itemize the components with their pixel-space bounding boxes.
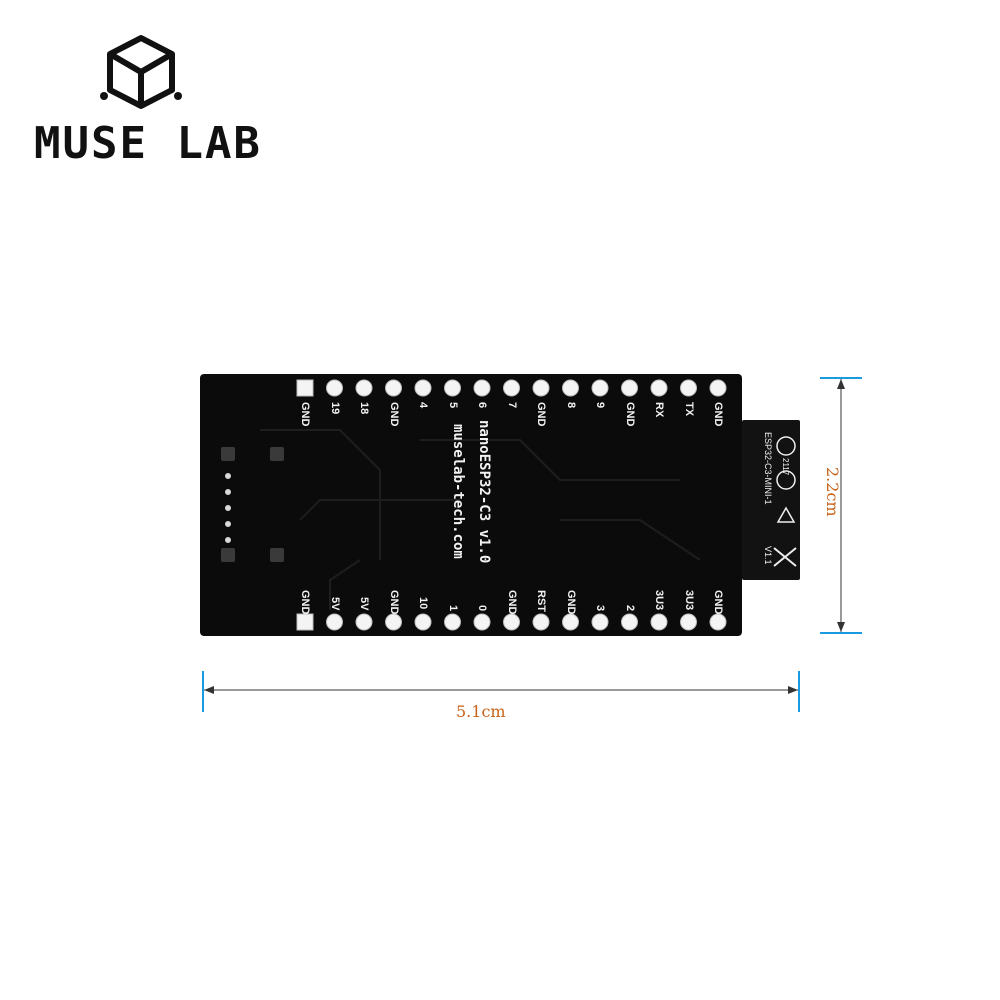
bottom-pin-label: 5V: [328, 597, 341, 611]
bottom-pin-label: 2: [623, 604, 636, 611]
bottom-pin-hole: [680, 613, 697, 631]
top-pin-label: RX: [653, 402, 665, 418]
top-pin-hole: [591, 379, 609, 397]
bottom-pin-label: 1: [446, 604, 459, 611]
top-pin-label: 8: [564, 402, 577, 409]
top-pin-hole: [385, 379, 402, 397]
bottom-pin-hole: [503, 613, 520, 631]
height-dimension-label: 2.2cm: [823, 467, 842, 517]
module-version: V1.1: [763, 546, 773, 565]
top-pin-hole: [296, 379, 314, 397]
top-pin-hole: [650, 379, 668, 397]
top-pin-label: 5: [446, 402, 459, 409]
top-pin-hole: [680, 379, 697, 397]
board-url: muselab-tech.com: [450, 424, 466, 559]
bottom-pin-label: 3U3: [653, 589, 665, 610]
module-label: ESP32-C3-MINI-1: [763, 432, 773, 505]
bottom-pin-hole: [473, 613, 491, 631]
bottom-pin-label: GND: [564, 589, 577, 614]
top-pin-label: 4: [417, 402, 429, 409]
top-pin-hole: [444, 379, 461, 397]
bottom-pin-label: 3U3: [682, 589, 695, 610]
top-pin-label: GND: [387, 402, 400, 427]
top-pin-hole: [414, 379, 432, 397]
top-pin-hole: [503, 379, 520, 397]
top-pin-hole: [621, 379, 638, 397]
bottom-pin-label: GND: [712, 589, 724, 614]
bottom-pin-hole: [355, 613, 373, 631]
top-pin-hole: [709, 379, 727, 397]
bottom-pin-hole: [385, 613, 402, 631]
top-pin-label: 9: [594, 402, 606, 409]
bottom-pin-label: GND: [505, 589, 518, 614]
top-pin-label: 7: [505, 402, 518, 409]
module-code: 2117: [781, 458, 790, 476]
bottom-pin-label: 3: [594, 604, 606, 611]
bottom-pin-hole: [296, 613, 314, 631]
bottom-pin-hole: [562, 613, 579, 631]
bottom-pin-hole: [621, 613, 638, 631]
top-pin-label: TX: [682, 402, 695, 417]
bottom-pin-hole: [444, 613, 461, 631]
top-pin-label: 6: [476, 402, 488, 409]
top-pin-label: GND: [712, 402, 724, 427]
bottom-pin-hole: [532, 613, 550, 631]
top-pin-hole: [326, 379, 343, 397]
top-pin-hole: [473, 379, 491, 397]
top-pin-label: 18: [358, 402, 370, 415]
bottom-pin-hole: [326, 613, 343, 631]
bottom-pin-label: GND: [387, 589, 400, 614]
top-pin-hole: [532, 379, 550, 397]
bottom-pin-label: 0: [476, 604, 488, 611]
top-pin-hole: [355, 379, 373, 397]
bottom-pin-hole: [414, 613, 432, 631]
muse-lab-logo-icon: [100, 35, 182, 109]
top-pin-label: GND: [299, 402, 311, 427]
brand-name: MUSE LAB: [34, 118, 262, 169]
top-pin-label: GND: [535, 402, 547, 427]
bottom-pin-hole: [650, 613, 668, 631]
bottom-pin-label: 10: [417, 597, 429, 610]
top-pin-label: GND: [623, 402, 636, 427]
bottom-pin-label: RST: [535, 589, 547, 612]
width-dimension-label: 5.1cm: [456, 702, 506, 721]
bottom-pin-hole: [709, 613, 727, 631]
bottom-pin-hole: [591, 613, 609, 631]
top-pin-label: 19: [328, 402, 341, 415]
bottom-pin-label: 5V: [358, 597, 370, 611]
top-pin-hole: [562, 379, 579, 397]
bottom-pin-label: GND: [299, 589, 311, 614]
board-name: nanoESP32-C3 v1.0: [476, 420, 492, 564]
